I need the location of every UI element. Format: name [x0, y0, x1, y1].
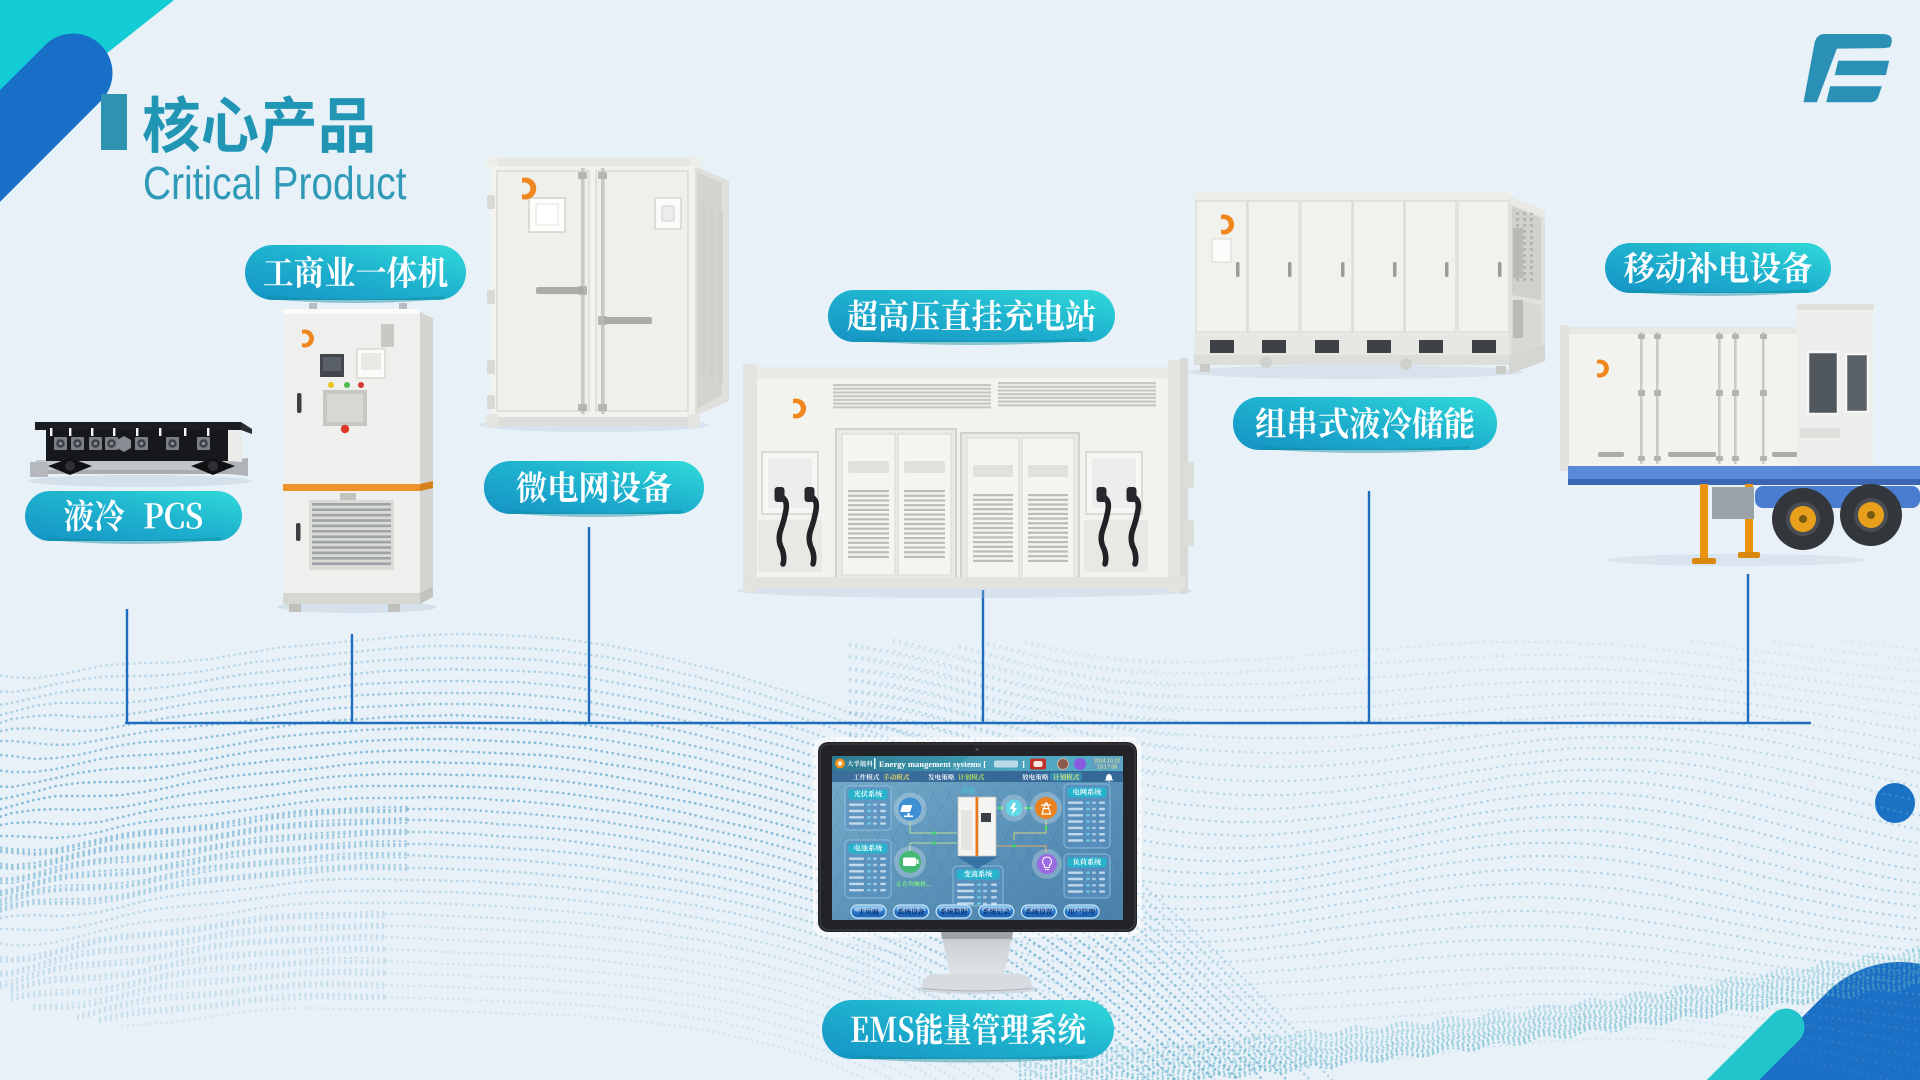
svg-text:13:17:08: 13:17:08 [1097, 765, 1117, 771]
svg-text:]: ] [1022, 759, 1025, 769]
svg-text:Critical Product: Critical Product [143, 158, 407, 210]
svg-text:2024.10.22: 2024.10.22 [1094, 759, 1120, 765]
svg-text:Energy mangement systems [: Energy mangement systems [ [879, 759, 986, 769]
